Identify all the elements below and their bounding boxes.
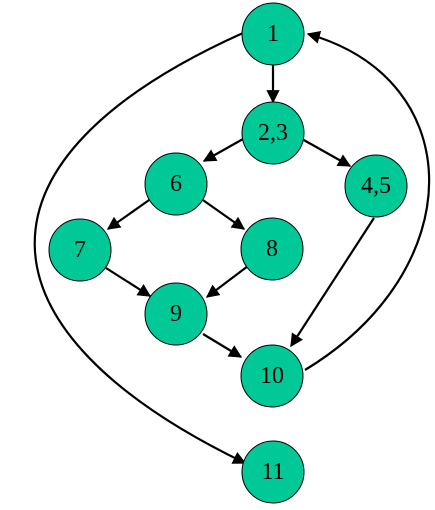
node-11-circle	[241, 440, 305, 504]
node-6-label: 6	[170, 171, 182, 197]
node-6: 6	[144, 152, 208, 216]
node-7: 7	[48, 218, 112, 282]
node-11: 11	[241, 440, 305, 504]
edge-4-5-to-10	[290, 217, 375, 348]
node-1-label: 1	[267, 21, 279, 47]
node-2-3-circle	[241, 101, 305, 165]
node-6-circle	[144, 152, 208, 216]
node-9-circle	[144, 282, 208, 346]
edge-2-3-to-4-5	[301, 138, 352, 167]
node-1: 1	[241, 2, 305, 66]
node-8-label: 8	[266, 236, 278, 262]
node-8-circle	[240, 217, 304, 281]
node-2-3-label: 2,3	[258, 120, 288, 146]
node-8: 8	[240, 217, 304, 281]
node-4-5-circle	[344, 154, 408, 218]
node-10-label: 10	[260, 363, 284, 389]
node-10-circle	[240, 344, 304, 408]
node-4-5: 4,5	[344, 154, 408, 218]
node-4-5-label: 4,5	[361, 173, 391, 199]
edge-7-to-9	[105, 267, 152, 297]
edge-10-to-1	[304, 30, 431, 371]
edge-1-to-11	[33, 31, 247, 464]
edge-6-to-7	[106, 197, 153, 230]
edges	[33, 30, 431, 464]
node-9-label: 9	[170, 301, 182, 327]
node-11-label: 11	[261, 459, 284, 485]
node-9: 9	[144, 282, 208, 346]
edge-8-to-9	[205, 265, 249, 298]
edge-6-to-8	[199, 197, 246, 230]
node-1-circle	[241, 2, 305, 66]
node-10: 10	[240, 344, 304, 408]
node-2-3: 2,3	[241, 101, 305, 165]
edge-9-to-10	[202, 333, 243, 358]
node-7-circle	[48, 218, 112, 282]
node-7-label: 7	[74, 237, 86, 263]
edge-2-3-to-6	[202, 138, 244, 162]
